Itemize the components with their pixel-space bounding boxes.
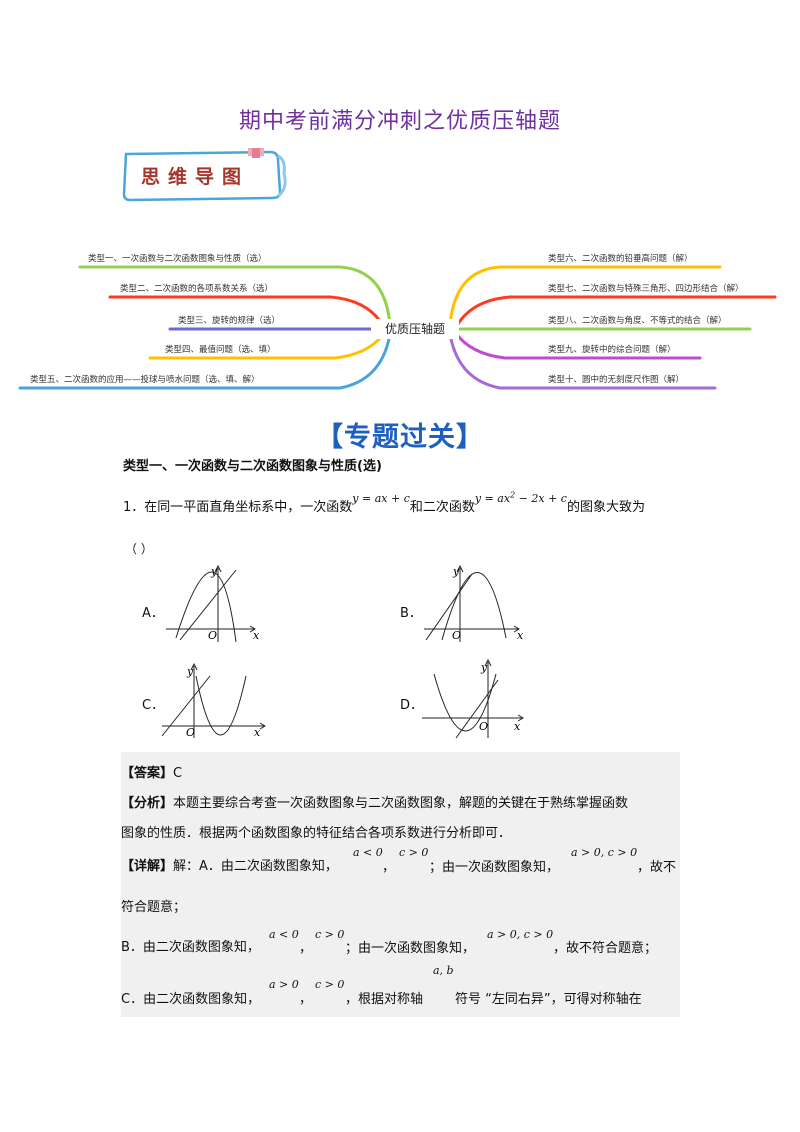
mindmap-left-item-2: 类型二、二次函数的各项系数关系（选）	[120, 284, 274, 294]
section-title: 【专题过关】	[316, 422, 484, 453]
math-a-gt-0: a > 0	[269, 978, 299, 991]
axis-y-label: y	[452, 565, 460, 578]
detail-b-end: ，故不符合题意；	[553, 941, 658, 956]
sep-linear: ；由一次函数图象知，	[429, 860, 560, 875]
question-text-before: 在同一平面直角坐标系中，一次函数	[144, 500, 353, 515]
option-d-label: D．	[400, 698, 424, 713]
page-title: 期中考前满分冲刺之优质压轴题	[238, 109, 561, 134]
answer-panel: 【答案】C 【分析】本题主要综合考查一次函数图象与二次函数图象，解题的关键在于熟…	[121, 752, 680, 1017]
math-a-c-gt-0: a > 0, c > 0	[571, 846, 638, 859]
axis-y-label: y	[186, 665, 194, 678]
linear-function: y = ax + c	[352, 492, 410, 505]
math-a-lt-0: a < 0	[353, 846, 383, 859]
detail-a-line-2: 符合题意；	[121, 900, 187, 915]
math-c-gt-0: c > 0	[315, 928, 345, 941]
option-a-label: A．	[142, 606, 164, 621]
detail-tag: 【详解】	[121, 859, 174, 874]
quadratic-function: y = ax2 − 2x + c	[474, 490, 567, 505]
branch-left-1	[78, 265, 392, 327]
detail-a-text: 解：A．由二次函数图象知，	[173, 859, 338, 874]
origin-label: O	[186, 726, 195, 739]
type-heading: 类型一、一次函数与二次函数图象与性质(选)	[123, 459, 382, 474]
axis-x-label: x	[517, 629, 524, 642]
option-b-graph: y x O	[424, 564, 524, 642]
detail-c-mid: ，根据对称轴	[345, 992, 424, 1007]
option-b-label: B．	[400, 606, 422, 621]
axis-x-label: x	[254, 726, 261, 739]
math-a-lt-0: a < 0	[269, 928, 299, 941]
mind-map: 类型一、一次函数与二次函数图象与性质（选） 类型二、二次函数的各项系数关系（选）…	[0, 230, 800, 400]
answer-tag: 【答案】	[121, 766, 174, 781]
mindmap-right-item-1: 类型六、二次函数的铅垂高问题（解）	[548, 254, 693, 264]
quadratic-exponent: 2	[510, 490, 516, 500]
mindmap-left-item-5: 类型五、二次函数的应用——投球与喷水问题（选、填、解）	[30, 375, 260, 385]
detail-line-c: C．由二次函数图象知，	[121, 992, 261, 1007]
axis-x-label: x	[514, 720, 521, 733]
quadratic-lead: y = ax	[474, 492, 511, 505]
mindmap-right-item-4: 类型九、旋转中的综合问题（解）	[548, 345, 676, 355]
analysis-line-2: 图象的性质．根据两个函数图象的特征结合各项系数进行分析即可．	[121, 826, 512, 841]
option-c-graph: y x O	[161, 662, 266, 739]
origin-label: O	[452, 629, 461, 642]
question-text-mid: 和二次函数	[409, 500, 475, 515]
sep-linear: ；由一次函数图象知，	[345, 941, 476, 956]
origin-label: O	[479, 720, 488, 733]
sep-comma: ，	[382, 860, 396, 875]
mindmap-right-item-5: 类型十、圆中的无刻度尺作图（解）	[548, 375, 685, 385]
question-text-after: 的图象大致为	[566, 500, 645, 515]
math-c-gt-0: c > 0	[315, 978, 345, 991]
axis-y-label: y	[210, 565, 218, 578]
sep-comma: ，	[299, 941, 313, 956]
answer-value: C	[173, 766, 183, 781]
option-a-graph: y x O	[166, 564, 260, 643]
question-number: 1．	[123, 500, 145, 515]
mindmap-left-item-4: 类型四、最值问题（选、填）	[165, 345, 276, 355]
option-d-graph: y x O	[422, 658, 524, 739]
detail-a-end: ，故不	[637, 860, 677, 875]
mindmap-right-item-3: 类型八、二次函数与角度、不等式的结合（解）	[548, 316, 727, 326]
answer-parentheses: （ ）	[125, 542, 153, 556]
math-a-c-gt-0: a > 0, c > 0	[487, 928, 554, 941]
axis-x-label: x	[253, 629, 260, 642]
branch-left-5	[18, 332, 392, 390]
math-a-b: a, b	[433, 964, 454, 977]
badge-frame-icon	[122, 146, 287, 202]
axis-y-label: y	[480, 661, 488, 674]
branch-right-1	[448, 265, 722, 327]
analysis-line-1: 【分析】本题主要综合考查一次函数图象与二次函数图象，解题的关键在于熟练掌握函数	[121, 792, 628, 811]
question-line: 1．在同一平面直角坐标系中，一次函数y = ax + c和二次函数y = ax2…	[123, 490, 645, 515]
detail-line-b: B．由二次函数图象知，	[121, 940, 260, 955]
mindmap-right-item-2: 类型七、二次函数与特殊三角形、四边形结合（解）	[548, 284, 744, 294]
mindmap-center: 优质压轴题	[371, 319, 459, 339]
mind-map-badge: 思维导图	[120, 146, 288, 202]
detail-line-a: 【详解】解：A．由二次函数图象知，	[121, 855, 338, 874]
origin-label: O	[208, 629, 217, 642]
sep-comma: ，	[299, 992, 313, 1007]
quadratic-rest: − 2x + c	[515, 492, 567, 505]
branch-right-5	[448, 332, 717, 390]
mindmap-left-item-3: 类型三、旋转的规律（选）	[178, 316, 281, 326]
analysis-tag: 【分析】	[121, 796, 174, 811]
option-c-label: C．	[142, 698, 165, 713]
badge-text: 思维导图	[140, 166, 249, 188]
analysis-text-1: 本题主要综合考查一次函数图象与二次函数图象，解题的关键在于熟练掌握函数	[173, 796, 629, 811]
math-c-gt-0: c > 0	[399, 846, 429, 859]
detail-c-end: 符号 “左同右异”，可得对称轴在	[455, 992, 642, 1007]
mindmap-left-item-1: 类型一、一次函数与二次函数图象与性质（选）	[88, 254, 267, 264]
answer-line: 【答案】C	[121, 762, 182, 781]
